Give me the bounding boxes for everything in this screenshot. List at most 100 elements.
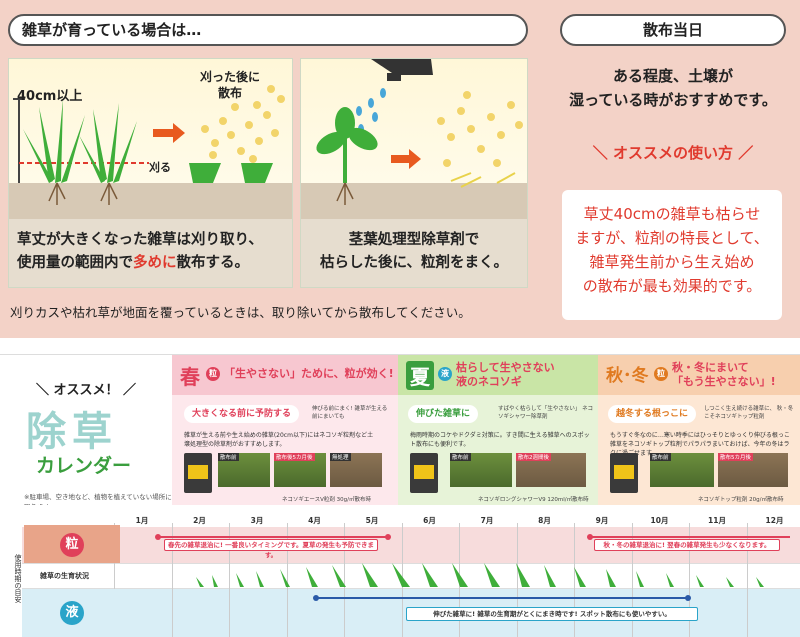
spring-photos: 散布前 散布後5カ月後 無処理: [184, 453, 384, 493]
month-divider: [344, 523, 345, 637]
summer-product-name: ネコソギロングシャワーV9 120ml/㎡散布時: [478, 497, 589, 503]
weed-growth-label: 雑草の生育状況: [40, 572, 89, 580]
cut-and-spread-caption: 草丈が大きくなった雑草は刈り取り、 使用量の範囲内で多めに散布する。: [9, 221, 292, 287]
cut-and-spread-panel: 40cm以上 刈る 刈った後に 散布 草丈が大きくなった雑草は刈り取り、 使用量…: [8, 58, 293, 288]
cut-weeds-illustration: [9, 85, 292, 219]
autumn-photo-after: 散布5カ月後: [718, 453, 788, 487]
autumn-granule-badge: 粒: [654, 367, 668, 381]
caption-line2: 使用量の範囲内で多めに散布する。: [17, 252, 284, 275]
liquid-period: [316, 597, 688, 599]
after-cut-label: 刈った後に 散布: [185, 69, 275, 101]
month-label: 2月: [193, 516, 206, 525]
spring-photo1-label: 散布前: [218, 453, 239, 461]
summer-headline: 枯らして生やさない 液のネコソギ: [456, 361, 555, 389]
month-label: 12月: [765, 516, 784, 525]
spring-header: 春 粒 「生やさない」ために、粒が効く!: [172, 355, 398, 395]
recommend-line1: 草丈40cmの雑草も枯らせ: [583, 205, 761, 223]
month-divider: [516, 523, 518, 637]
month-divider: [114, 523, 115, 637]
month-label: 1月: [135, 516, 149, 525]
summer-photo1-label: 散布前: [450, 453, 471, 461]
autumn-headline: 秋・冬にまいて 「もう生やさない」!: [672, 361, 776, 389]
spring-photo-untreated: 無処理: [330, 453, 382, 487]
autumn-photos: 散布前 散布5カ月後: [610, 453, 800, 493]
month-divider: [631, 523, 633, 637]
autumn-winter-column: 秋･冬 粒 秋・冬にまいて 「もう生やさない」! 越冬する根っこに しつこく生え…: [598, 355, 800, 505]
spring-subtitle: 大きくなる前に予防する: [184, 405, 300, 423]
autumn-side-note: しつこく生え続ける雑草に、 秋・冬こそネコソギトップ粒剤: [704, 406, 794, 420]
spring-photo3-label: 無処理: [330, 453, 351, 461]
month-divider: [286, 523, 288, 637]
autumn-photo1-label: 散布前: [650, 453, 671, 461]
autumn-product-name: ネコソギトップ粒剤 20g/㎡散布時: [698, 497, 784, 503]
spring-granule-badge: 粒: [206, 367, 220, 381]
summer-headline-line1: 枯らして生やさない: [456, 361, 555, 374]
height-label: 40cm以上: [17, 89, 83, 104]
autumn-period-start: [587, 534, 593, 540]
month-label: 5月: [365, 516, 379, 525]
summer-photo-before: 散布前: [450, 453, 512, 487]
caption-highlight: 多めに: [133, 255, 177, 271]
summer-photo-after: 散布2週間後: [516, 453, 586, 487]
autumn-photo2-label: 散布5カ月後: [718, 453, 753, 461]
summer-photo2-label: 散布2週間後: [516, 453, 551, 461]
foliar-then-granule-panel: 茎葉処理型除草剤で 枯らした後に、粒剤をまく。: [300, 58, 528, 288]
recommended-usage-box: 草丈40cmの雑草も枯らせ ますが、粒剤の特長として、 雑草発生前から生え始め …: [562, 190, 782, 320]
summer-header: 夏 液 枯らして生やさない 液のネコソギ: [398, 355, 598, 395]
spring-photo-after: 散布後5カ月後: [274, 453, 326, 487]
summer-product-image: [410, 453, 438, 493]
autumn-granule-period: [590, 536, 790, 538]
summer-liquid-badge: 液: [438, 367, 452, 381]
spring-name: 春: [180, 365, 200, 389]
foliar-caption-line1: 茎葉処理型除草剤で: [348, 232, 480, 248]
application-day-header: 散布当日: [560, 14, 786, 46]
caption-line2-pre: 使用量の範囲内で: [17, 255, 133, 271]
summer-side-note: すばやく枯らして「生やさない」 ネコソギシャワー除草剤: [498, 406, 593, 420]
autumn-product-image: [610, 453, 638, 493]
summer-headline-line2: 液のネコソギ: [456, 375, 522, 388]
usage-guide-section: 雑草が育っている場合は… 散布当日: [0, 0, 800, 338]
moist-soil-line1: ある程度、土壌が: [612, 67, 733, 85]
month-divider: [574, 523, 575, 637]
overgrown-header: 雑草が育っている場合は…: [8, 14, 528, 46]
month-divider: [229, 523, 230, 637]
granule-circle: 粒: [60, 533, 84, 557]
spring-product-name: ネコソギエースV粒剤 30g/㎡散布時: [282, 497, 371, 503]
liquid-circle: 液: [60, 601, 84, 625]
autumn-headline-line1: 秋・冬にまいて: [672, 361, 749, 374]
month-label: 8月: [538, 516, 551, 525]
autumn-subtitle: 越冬する根っこに: [608, 405, 697, 423]
calendar-word: カレンダー: [36, 455, 132, 477]
autumn-name: 秋･冬: [606, 366, 649, 386]
month-label: 9月: [595, 516, 609, 525]
caption-line1: 草丈が大きくなった雑草は刈り取り、: [17, 232, 263, 248]
spring-photo-before: 散布前: [218, 453, 270, 487]
liquid-period-start: [313, 595, 319, 601]
usage-period-label: 使用時期の目安: [14, 553, 22, 603]
month-label: 7月: [480, 516, 494, 525]
recommend-line2: ますが、粒剤の特長として、: [575, 229, 769, 247]
month-label: 3月: [250, 516, 264, 525]
liquid-period-end: [685, 595, 691, 601]
recommended-label: ＼ オススメ！ ／: [35, 383, 137, 398]
month-label: 6月: [423, 516, 436, 525]
autumn-photo-before: 散布前: [650, 453, 714, 487]
calendar-title-block: ＼ オススメ！ ／ 除草 カレンダー ※駐車場、空き地など、植物を植えていない場…: [0, 355, 172, 511]
recommend-line4: の散布が最も効果的です。: [582, 277, 762, 295]
month-label: 10月: [650, 516, 669, 525]
liquid-tag: 液: [24, 589, 120, 637]
autumn-header: 秋･冬 粒 秋・冬にまいて 「もう生やさない」!: [598, 355, 800, 395]
month-label: 11月: [708, 516, 726, 525]
spring-granule-period: [158, 536, 388, 538]
month-divider: [689, 523, 690, 637]
caption-line2-post: 散布する。: [176, 255, 250, 271]
moist-soil-advice: ある程度、土壌が 湿っている時がおすすめです。: [560, 64, 786, 112]
month-divider: [171, 523, 173, 637]
liquid-usage-note: 伸びた雑草に! 雑草の生育期がとくにまき時です! スポット散布にも使いやすい。: [406, 607, 698, 621]
recommend-line3: 雑草発生前から生え始め: [589, 253, 755, 271]
summer-photos: 散布前 散布2週間後: [410, 453, 598, 493]
weeding-calendar: ＼ オススメ！ ／ 除草 カレンダー ※駐車場、空き地など、植物を植えていない場…: [0, 354, 800, 637]
spring-description: 雑草が生える前や生え始めの雑草(20cm以下)にはネコソギ粒剤など土壌処理型の除…: [184, 432, 374, 448]
weed-growth-illustration: [196, 563, 764, 587]
foliar-caption-line2: 枯らした後に、粒剤をまく。: [319, 255, 509, 271]
